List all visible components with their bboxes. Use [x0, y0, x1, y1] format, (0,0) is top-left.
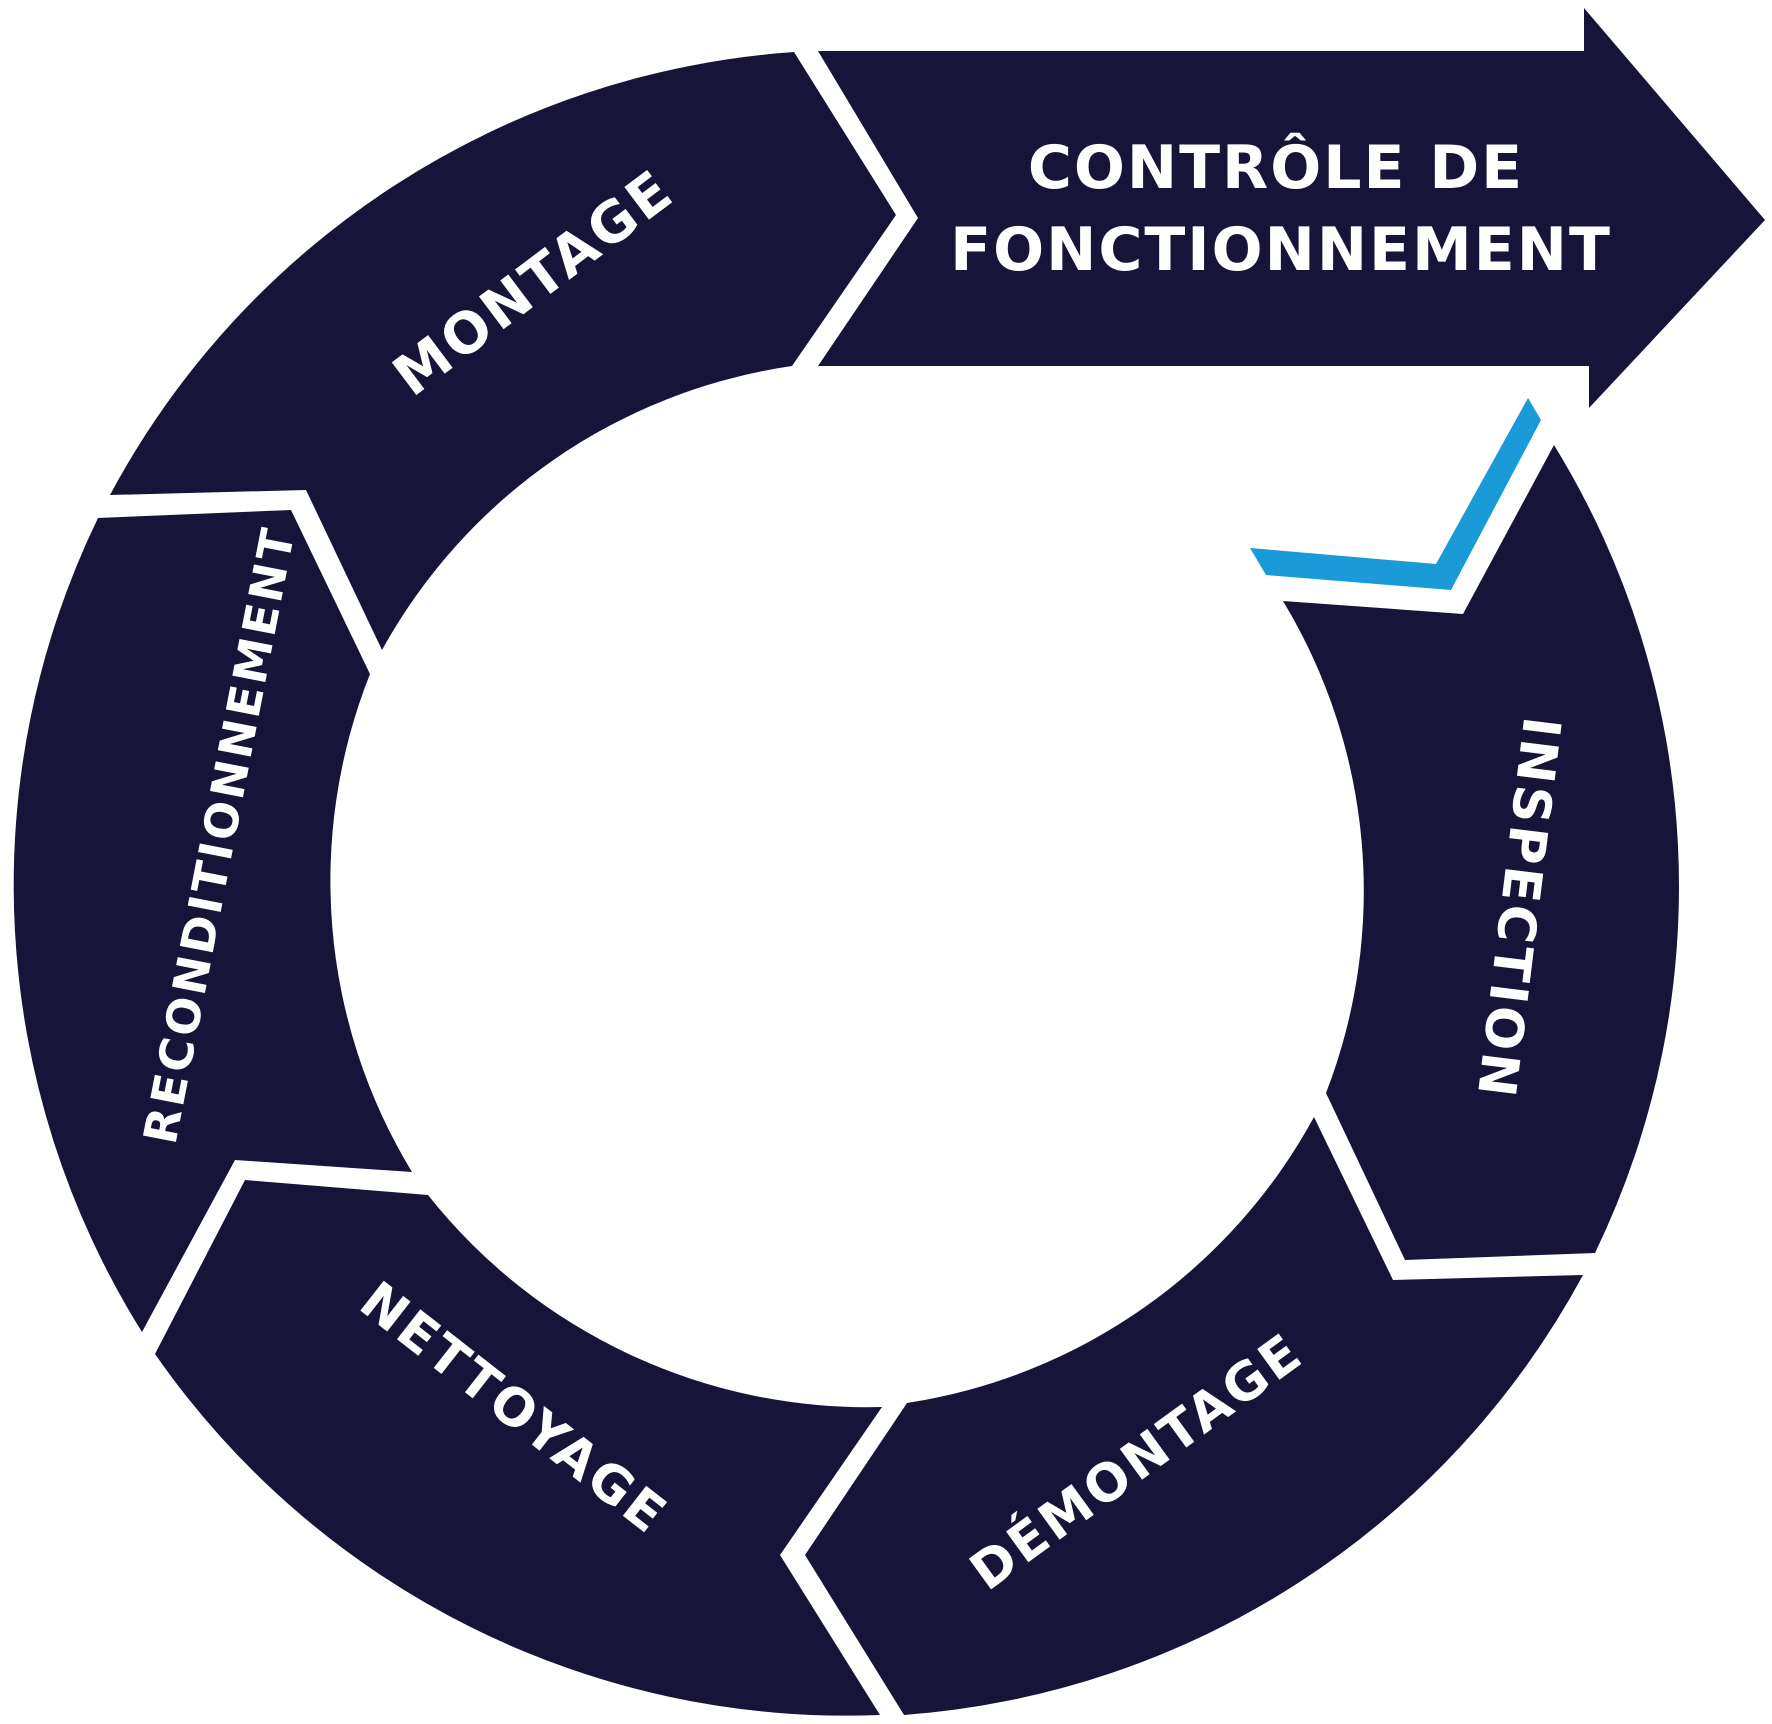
accent-chevron: [1250, 398, 1541, 590]
segment-reconditionnement: [13, 510, 413, 1332]
segment-nettoyage: [155, 1180, 882, 1716]
final-step-line1: CONTRÔLE DE: [1028, 132, 1524, 203]
segment-inspection: [1283, 445, 1679, 1260]
final-step-line2: FONCTIONNEMENT: [950, 215, 1612, 285]
segment-demontage: [805, 1117, 1583, 1715]
final-step-arrow: [818, 8, 1765, 408]
segment-montage: [110, 52, 896, 650]
